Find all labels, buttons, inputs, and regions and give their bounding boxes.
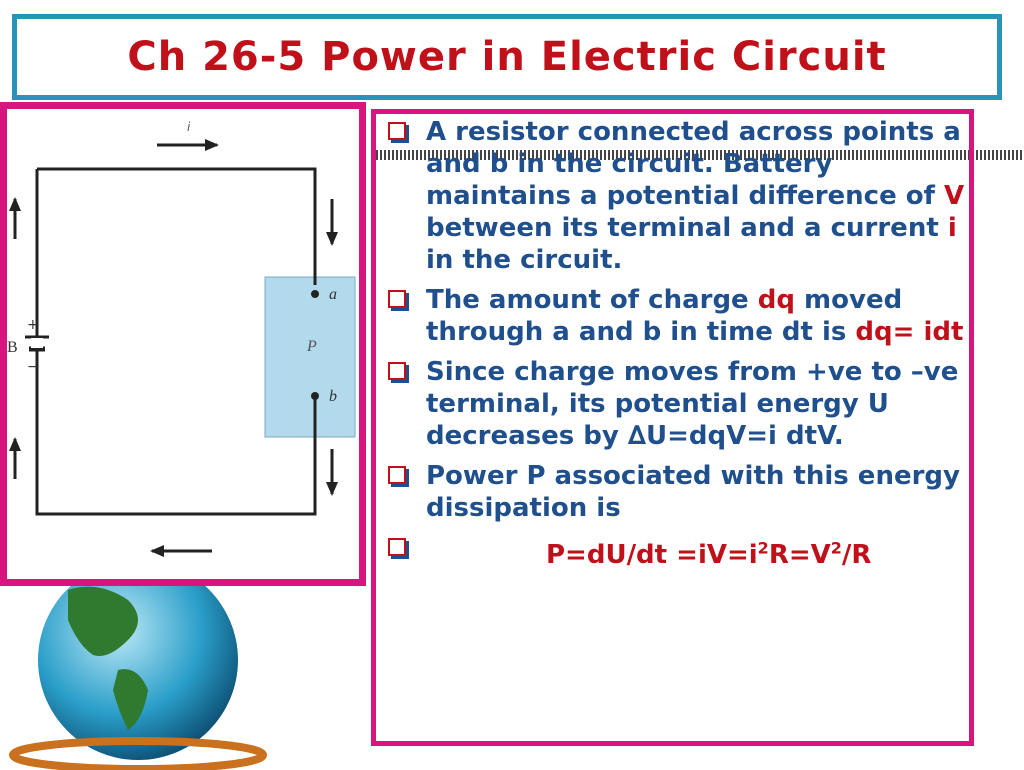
battery-label: B (7, 339, 18, 356)
circuit-diagram-frame: B + − a b P i (0, 102, 366, 586)
dashed-divider (372, 150, 1022, 160)
slide-title: Ch 26-5 Power in Electric Circuit (127, 34, 887, 80)
battery-plus-label: + (27, 317, 39, 333)
checkbox-bullet-icon (388, 538, 406, 556)
bullet-energy: Since charge moves from +ve to –ve termi… (384, 356, 969, 452)
checkbox-bullet-icon (388, 122, 406, 140)
checkbox-bullet-icon (388, 466, 406, 484)
point-a-label: a (329, 286, 337, 303)
battery-minus-label: − (27, 359, 39, 375)
checkbox-bullet-icon (388, 290, 406, 308)
resistor-box (264, 276, 356, 438)
bullet-list: A resistor connected across points a and… (384, 116, 969, 579)
power-formula: P=dU/dt =iV=i2R=V2/R (546, 538, 872, 570)
globe-image (9, 560, 267, 770)
bullet-resistor: A resistor connected across points a and… (384, 116, 969, 276)
title-frame: Ch 26-5 Power in Electric Circuit (12, 14, 1002, 100)
bullet-charge: The amount of charge dq moved through a … (384, 284, 969, 348)
text-frame (371, 109, 974, 746)
point-b-label: b (329, 388, 337, 405)
circuit-diagram: B + − a b P i (7, 120, 356, 557)
bullet-formula: P=dU/dt =iV=i2R=V2/R (384, 532, 969, 571)
resistor-label: P (306, 338, 317, 355)
current-label-top: i (187, 120, 191, 134)
checkbox-bullet-icon (388, 362, 406, 380)
bullet-power: Power P associated with this energy diss… (384, 460, 969, 524)
